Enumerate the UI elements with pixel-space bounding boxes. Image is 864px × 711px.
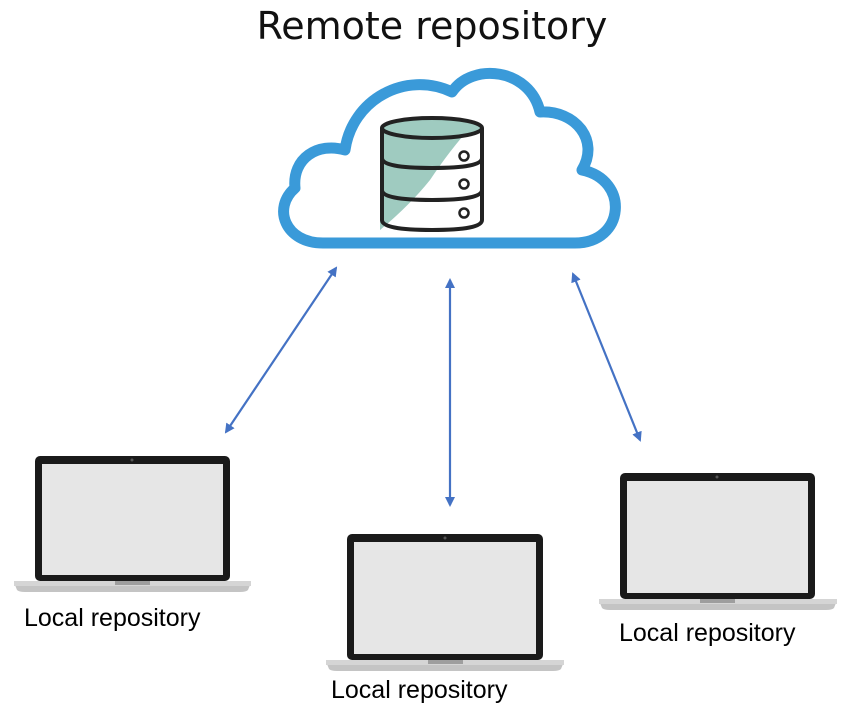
laptop-icon bbox=[14, 456, 251, 592]
local-repository-label: Local repository bbox=[24, 604, 201, 632]
arrow-remote-left bbox=[224, 266, 338, 434]
database-server-icon bbox=[380, 116, 484, 233]
local-repository-label: Local repository bbox=[619, 619, 796, 647]
remote-repository-title: Remote repository bbox=[256, 4, 608, 48]
local-repository-label: Local repository bbox=[331, 676, 508, 704]
laptop-icon bbox=[326, 534, 564, 671]
arrow-remote-right bbox=[571, 272, 642, 442]
laptop-icon bbox=[599, 473, 837, 610]
cloud-icon bbox=[278, 67, 621, 249]
